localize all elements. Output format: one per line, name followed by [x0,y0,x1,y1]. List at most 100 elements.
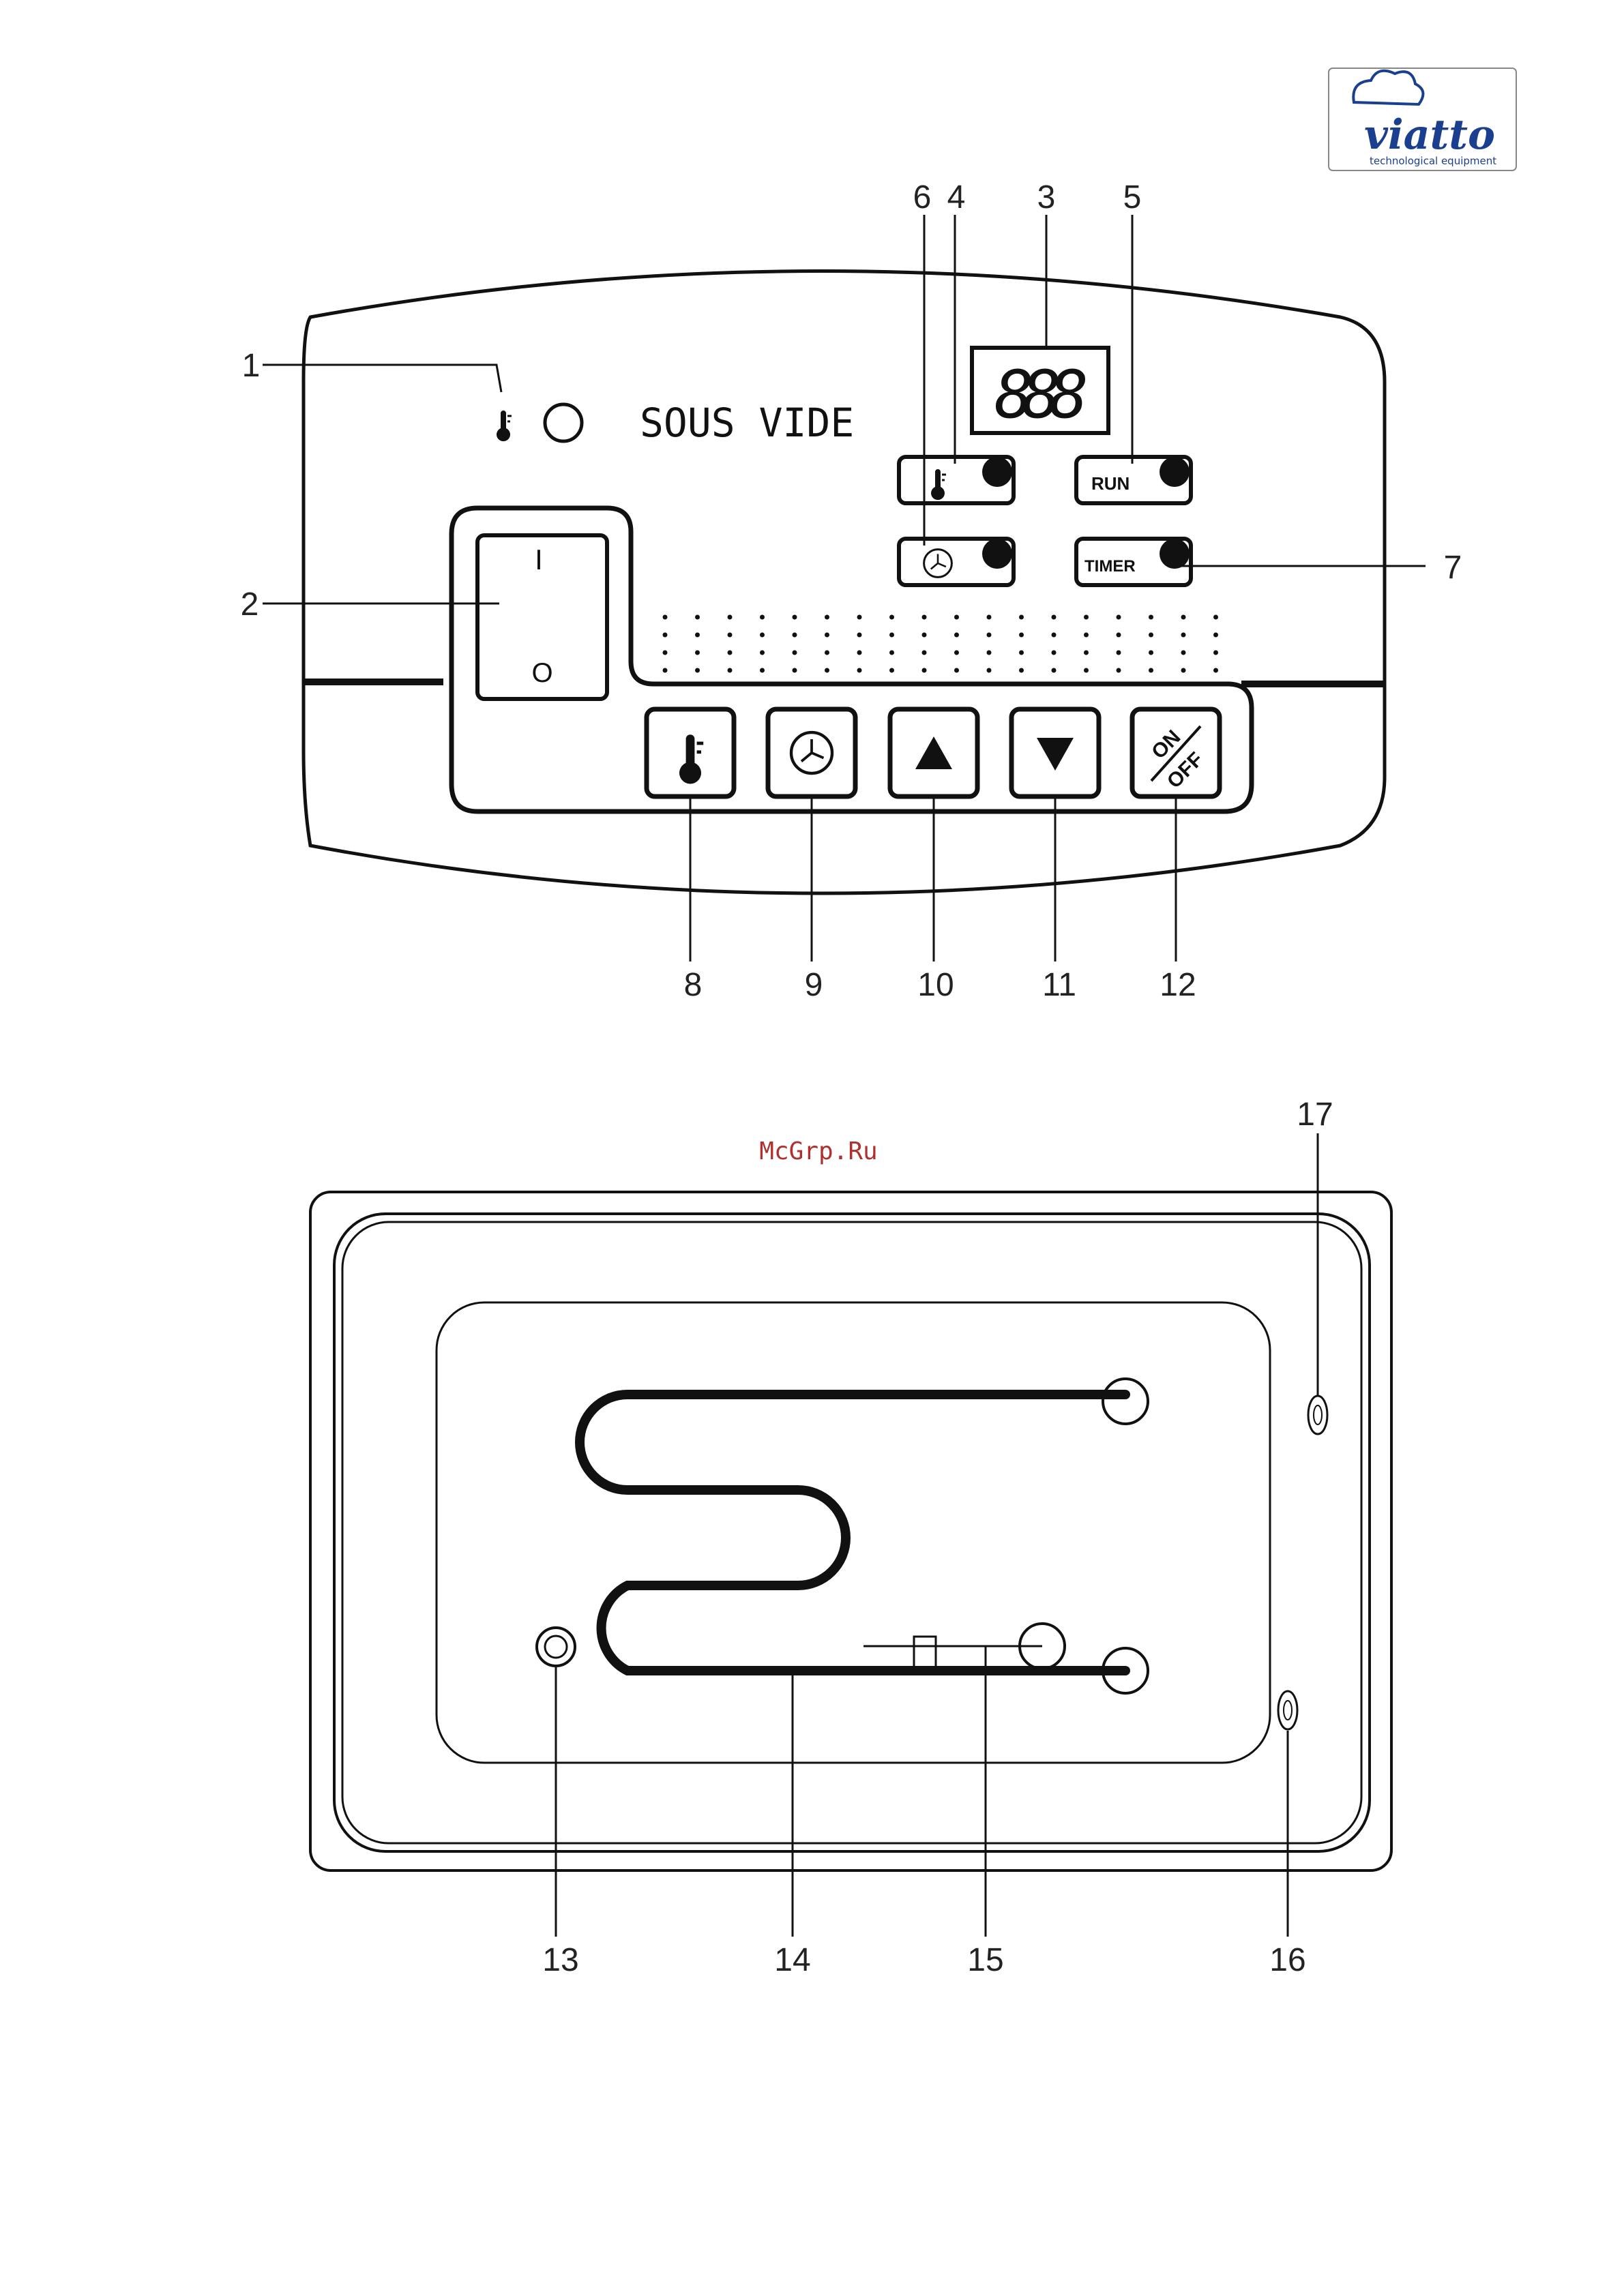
grille-dot [1052,668,1057,673]
grille-dot [1019,668,1024,673]
callout-8: 8 [684,967,703,1003]
switch-on-mark: I [535,543,543,576]
grille-dot [1181,633,1186,638]
grille-dot [1181,651,1186,655]
logo-tagline: technological equipment [1370,155,1496,167]
logo-brand-name: viatto [1364,111,1495,159]
callout-1: 1 [242,348,261,384]
grille-dot [889,668,894,673]
grille-dot [1117,615,1121,620]
grille-dot [1117,668,1121,673]
grille-dot [1019,633,1024,638]
timer-led [1160,539,1190,569]
callout-14: 14 [774,1942,810,1978]
grille-dot [663,615,668,620]
grille-dot [793,633,797,638]
grille-dot [954,633,959,638]
temperature-led [982,457,1012,487]
grille-dot [793,615,797,620]
grille-dot [1052,651,1057,655]
grille-dot [1117,651,1121,655]
grille-dot [889,633,894,638]
grille-dot [1149,651,1153,655]
grille-dot [1213,633,1218,638]
grille-dot [695,633,700,638]
product-label: SOUS VIDE [640,400,854,446]
grille-dot [1052,633,1057,638]
grille-dot [695,651,700,655]
grille-dot [987,633,992,638]
grille-dot [695,615,700,620]
grille-dot [954,651,959,655]
watermark-text: McGrp.Ru [759,1137,877,1165]
on-label: ON [1147,726,1185,763]
grille-dot [922,668,927,673]
grille-dot [663,668,668,673]
callout-15: 15 [967,1942,1003,1978]
time-indicator [899,539,1014,585]
time-led [982,539,1012,569]
tank-inner-rim [342,1222,1361,1843]
speaker-grille [663,615,1219,673]
grille-dot [695,668,700,673]
grille-dot [760,633,765,638]
grille-dot [793,651,797,655]
switch-off-mark: O [531,658,552,688]
callout-16: 16 [1269,1942,1305,1978]
tank-top-view-diagram: 13 14 15 16 17 [310,1097,1391,1978]
callout-9: 9 [805,967,823,1003]
grille-dot [1084,651,1089,655]
grille-dot [954,615,959,620]
grille-dot [889,615,894,620]
callout-5: 5 [1123,179,1142,215]
callout-leaders [263,215,1426,961]
grille-dot [922,651,927,655]
callout-11: 11 [1042,967,1076,1003]
grille-dot [1213,668,1218,673]
grille-dot [857,633,862,638]
clock-icon [924,550,952,578]
drain-inner [545,1636,567,1658]
grille-dot [1084,615,1089,620]
arrow-down-icon [1037,738,1074,771]
up-button [890,709,977,796]
heating-indicator-light [545,404,582,441]
power-rocker-switch: I O [477,535,607,699]
grille-dot [987,668,992,673]
run-led [1160,457,1190,487]
grille-dot [1117,633,1121,638]
grille-dot [663,651,668,655]
grille-dot [1181,668,1186,673]
tank-inner-rim-outer [334,1214,1370,1851]
callout-2: 2 [241,586,259,623]
min-level-mark [1278,1691,1297,1729]
callout-12: 12 [1160,967,1196,1003]
max-level-mark [1308,1396,1327,1434]
grille-dot [760,615,765,620]
grille-dot [954,668,959,673]
callout-13: 13 [542,1942,578,1978]
heating-element [580,1395,1125,1671]
grille-dot [922,615,927,620]
grille-dot [793,668,797,673]
callout-10: 10 [917,967,954,1003]
grille-dot [922,633,927,638]
grille-dot [889,651,894,655]
timer-label: TIMER [1084,557,1136,576]
thermometer-icon [931,469,946,500]
grille-dot [1019,615,1024,620]
thermometer-icon [679,734,703,784]
grille-dot [1149,615,1153,620]
grille-dot [825,615,829,620]
callout-4: 4 [947,179,966,215]
grille-dot [857,668,862,673]
grille-dot [728,651,733,655]
grille-dot [663,633,668,638]
grille-dot [857,651,862,655]
callout-3: 3 [1037,179,1056,215]
grille-dot [1181,615,1186,620]
grille-dot [1084,668,1089,673]
grille-dot [1213,651,1218,655]
grille-dot [857,615,862,620]
